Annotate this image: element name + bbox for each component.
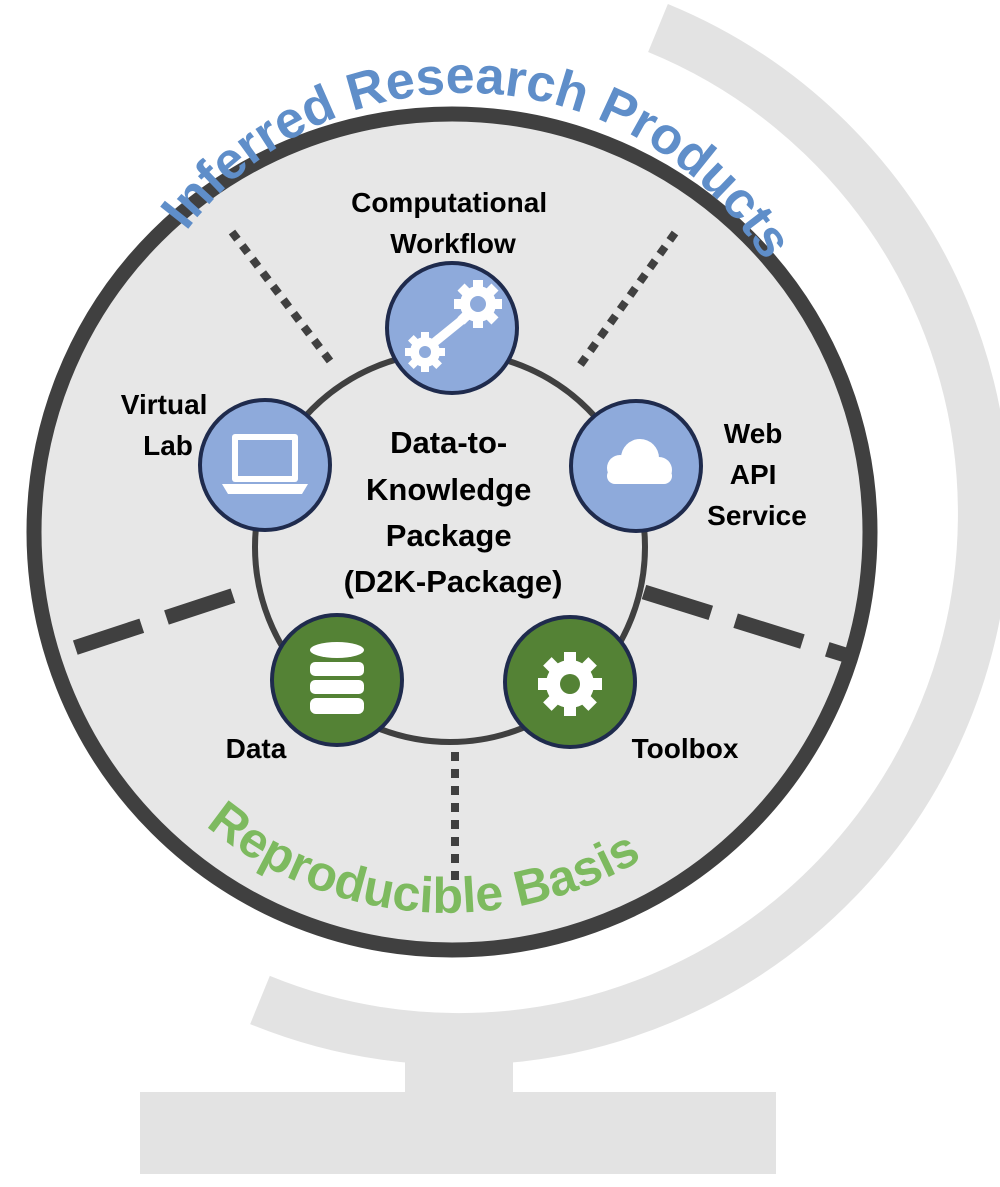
cloud-icon <box>607 439 672 484</box>
stand-base <box>140 1092 776 1174</box>
database-icon <box>310 642 364 714</box>
node-toolbox <box>503 615 637 749</box>
globe-stand <box>140 3 1000 1174</box>
equator-divider <box>59 582 858 666</box>
stand-neck <box>405 1040 513 1100</box>
node-data <box>270 613 404 747</box>
gears-icon <box>405 280 502 372</box>
label-toolbox: Toolbox <box>632 733 739 764</box>
node-web-api-service <box>569 399 703 533</box>
label-virtual-lab: Virtual Lab <box>121 389 215 461</box>
stand-meridian-arc <box>250 3 1000 1066</box>
center-package-label: Data-to- Knowledge Package (D2K-Package) <box>344 425 563 599</box>
dotted-connectors <box>228 229 679 882</box>
label-web-api-service: Web API Service <box>707 418 807 531</box>
node-computational-workflow <box>385 261 519 395</box>
label-computational-workflow: Computational Workflow <box>351 187 555 259</box>
node-virtual-lab <box>198 398 332 532</box>
gear-icon <box>538 652 602 716</box>
laptop-icon <box>222 434 308 494</box>
label-data: Data <box>226 733 287 764</box>
